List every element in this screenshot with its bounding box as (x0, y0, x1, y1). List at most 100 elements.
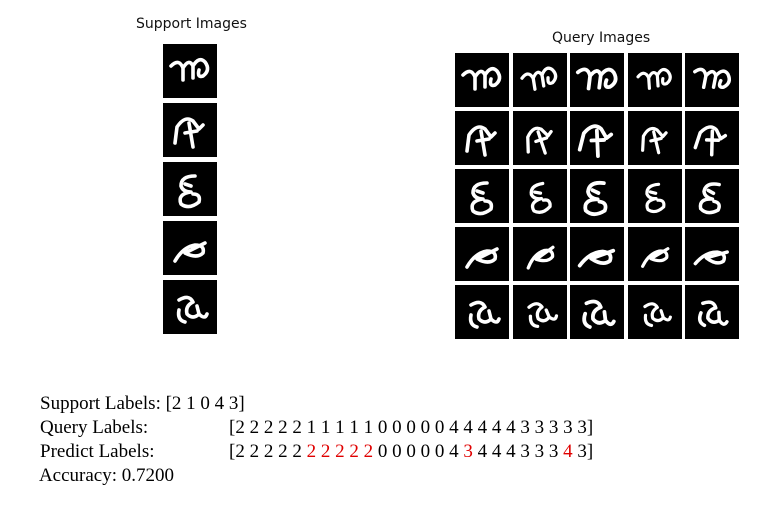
glyph-image (163, 221, 217, 275)
glyph-stroke (169, 57, 210, 82)
label-token: 4 (506, 441, 516, 462)
glyph-drawing (635, 67, 672, 90)
glyph-stroke (176, 295, 209, 324)
label-token: 0 (392, 441, 402, 462)
glyph-stroke (575, 67, 618, 91)
label-token: 1 (349, 417, 359, 438)
label-token: 3 (463, 441, 473, 462)
glyph-stroke (577, 248, 616, 268)
glyph-image (163, 162, 217, 216)
glyph-drawing (640, 126, 668, 155)
glyph-stroke (583, 180, 608, 217)
label-token: 4 (491, 417, 502, 438)
glyph-drawing (169, 57, 210, 82)
glyph-drawing (176, 295, 209, 324)
glyph-image (685, 169, 739, 223)
label-token: 2 (292, 417, 302, 438)
label-token: 3 (520, 417, 530, 438)
glyph-stroke (178, 174, 202, 209)
label-token: 4 (506, 417, 516, 438)
glyph-drawing (519, 66, 557, 91)
label-token: 4 (449, 441, 459, 462)
glyph-drawing (642, 302, 672, 328)
glyph-drawing (529, 181, 552, 214)
predict-labels-values: [2 2 2 2 2 2 2 2 2 2 0 0 0 0 0 4 3 4 4 4… (229, 441, 594, 462)
glyph-stroke (529, 181, 552, 214)
glyph-image (512, 227, 567, 281)
glyph-stroke (461, 66, 502, 91)
label-token: 2 (249, 441, 260, 462)
glyph-image (455, 53, 509, 107)
label-token: 1 (363, 417, 374, 438)
glyph-image (570, 169, 624, 223)
glyph-stroke (519, 66, 557, 91)
label-token: 0 (434, 417, 445, 438)
label-token: 3 (534, 441, 545, 462)
label-token: 1 (335, 417, 345, 438)
glyph-image (627, 285, 682, 339)
glyph-drawing (526, 245, 555, 270)
label-token: 2 (306, 441, 317, 462)
predict-labels-caption: Predict Labels: (40, 441, 155, 462)
glyph-stroke (582, 299, 616, 329)
label-token: 2 (292, 441, 302, 462)
label-token: 2 (263, 417, 274, 438)
label-token: 3 (577, 417, 587, 438)
label-token: 3 (563, 417, 573, 438)
glyph-image (512, 53, 567, 107)
label-token: 2 (278, 417, 288, 438)
label-token: 2 (235, 417, 245, 438)
glyph-image (685, 227, 739, 281)
glyph-drawing (583, 180, 608, 217)
label-token: 0 (434, 441, 445, 462)
label-token: 2 (263, 441, 274, 462)
label-token: 4 (477, 441, 488, 462)
glyph-image (455, 169, 509, 223)
label-token: 3 (548, 417, 559, 438)
glyph-image (570, 285, 624, 339)
label-token: 0 (377, 417, 388, 438)
predict-labels-line: Predict Labels: [2 2 2 2 2 2 2 2 2 2 0 0 … (21, 416, 593, 462)
label-token: 3 (534, 417, 545, 438)
labels-block: Support Labels: [2 1 0 4 3] Query Labels… (21, 368, 593, 486)
glyph-drawing (468, 300, 501, 329)
glyph-image (163, 44, 217, 98)
glyph-image (163, 103, 217, 157)
glyph-drawing (693, 250, 729, 266)
glyph-stroke (525, 126, 553, 155)
glyph-image (570, 111, 624, 165)
glyph-image (685, 285, 739, 339)
glyph-stroke (468, 300, 501, 329)
glyph-stroke (577, 124, 614, 158)
accuracy-text: Accuracy: 0.7200 (38, 465, 175, 486)
glyph-drawing (640, 247, 669, 268)
label-token: 0 (420, 441, 431, 462)
glyph-image (685, 111, 739, 165)
label-token: 4 (477, 417, 488, 438)
glyph-stroke (642, 302, 672, 328)
glyph-image (512, 111, 567, 165)
glyph-stroke (526, 302, 558, 329)
label-token: 1 (306, 417, 317, 438)
glyph-image (570, 53, 624, 107)
glyph-image (627, 169, 682, 223)
query-labels-line: Query Labels:[2 2 2 2 2 1 1 1 1 1 0 0 0 … (21, 392, 593, 438)
glyph-drawing (470, 181, 494, 216)
support-images-title: Support Images (136, 16, 247, 32)
glyph-stroke (644, 182, 665, 214)
label-token: 3 (577, 441, 587, 462)
glyph-drawing (173, 117, 205, 149)
glyph-stroke (640, 126, 668, 155)
label-token: 0 (406, 441, 416, 462)
glyph-drawing (465, 247, 499, 269)
label-token: 2 (320, 441, 331, 462)
glyph-stroke (173, 117, 205, 149)
glyph-drawing (575, 67, 618, 91)
glyph-drawing (465, 125, 497, 157)
glyph-stroke (693, 250, 729, 266)
glyph-stroke (526, 245, 555, 270)
query-labels-caption: Query Labels: (40, 417, 149, 438)
glyph-image (570, 227, 624, 281)
label-token: 2 (278, 441, 288, 462)
glyph-drawing (461, 66, 502, 91)
